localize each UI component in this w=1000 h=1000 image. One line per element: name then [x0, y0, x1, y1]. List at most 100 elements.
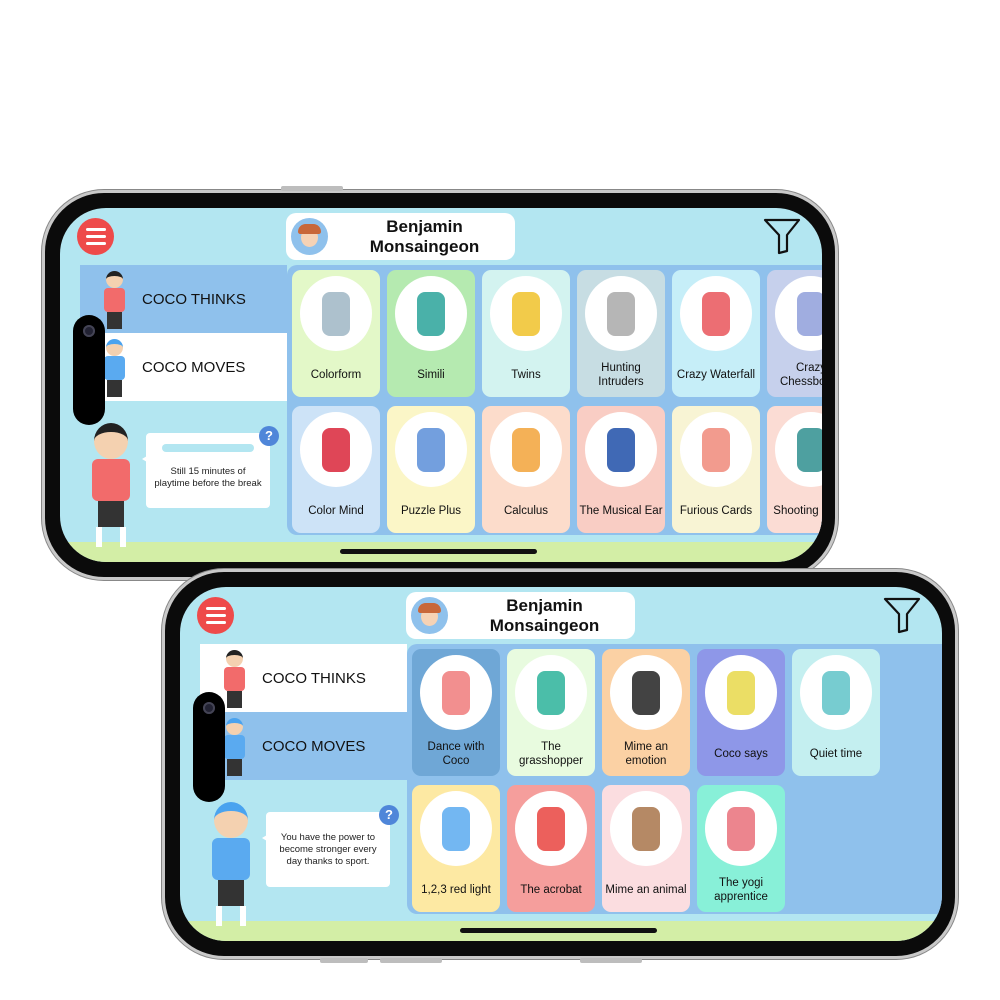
coco-mascot: [206, 802, 256, 927]
activity-label: Crazy Waterfall: [676, 369, 756, 381]
hamburger-icon-line: [85, 242, 106, 245]
activity-label: The acrobat: [520, 884, 582, 896]
hamburger-icon-line: [205, 614, 226, 617]
category-tabs: COCO THINKS COCO MOVES: [200, 644, 407, 781]
camera-icon: [203, 702, 215, 714]
activity-image: [300, 276, 372, 351]
mascot-part: [214, 802, 248, 838]
activity-card[interactable]: The Musical Ear: [577, 406, 665, 533]
activity-image: [490, 276, 562, 351]
hamburger-icon-line: [85, 228, 106, 231]
tab-coco-thinks[interactable]: COCO THINKS: [80, 265, 287, 333]
help-button[interactable]: ?: [259, 426, 279, 446]
home-indicator[interactable]: [340, 549, 537, 554]
camera-icon: [83, 325, 95, 337]
speech-bubble: Still 15 minutes of playtime before the …: [142, 433, 270, 508]
activity-card[interactable]: 1,2,3 red light: [412, 785, 500, 912]
legs: [107, 312, 122, 329]
activity-illustration-icon: [727, 807, 755, 851]
activity-card[interactable]: Shooting Stars: [767, 406, 822, 533]
activity-label: Twins: [511, 369, 541, 381]
activity-illustration-icon: [632, 807, 660, 851]
help-button[interactable]: ?: [379, 805, 399, 825]
activity-illustration-icon: [607, 428, 635, 472]
mascot-part: [216, 906, 246, 926]
activity-image: [800, 655, 872, 730]
activity-card[interactable]: Calculus: [482, 406, 570, 533]
filter-icon[interactable]: [883, 596, 921, 634]
bubble-text: You have the power to become stronger ev…: [279, 831, 377, 867]
camera-island: [73, 315, 105, 425]
coco-character-icon: [100, 271, 128, 329]
body: [224, 735, 245, 759]
activity-image: [610, 655, 682, 730]
head: [226, 650, 243, 667]
activity-image: [775, 276, 822, 351]
hamburger-icon-line: [205, 621, 226, 624]
legs: [227, 691, 242, 708]
side-button: [281, 186, 343, 191]
activity-image: [705, 655, 777, 730]
menu-button[interactable]: [77, 218, 114, 255]
playtime-progress-bar: [162, 444, 254, 452]
profile-name: Benjamin Monsaingeon: [369, 217, 480, 256]
coco-character-icon: [100, 339, 128, 397]
activity-card[interactable]: Mime an animal: [602, 785, 690, 912]
profile-header[interactable]: Benjamin Monsaingeon: [286, 213, 515, 260]
mascot-part: [218, 880, 244, 906]
activity-card[interactable]: Crazy Chessboard: [767, 270, 822, 397]
home-indicator[interactable]: [460, 928, 657, 933]
filter-icon[interactable]: [763, 217, 801, 255]
activity-image: [680, 276, 752, 351]
activity-card[interactable]: Twins: [482, 270, 570, 397]
activity-illustration-icon: [537, 671, 565, 715]
profile-name: Benjamin Monsaingeon: [489, 596, 600, 635]
activity-label: Shooting Stars: [773, 505, 822, 517]
body: [104, 356, 125, 380]
activity-image: [705, 791, 777, 866]
activity-label: Crazy Chessboard: [779, 362, 822, 388]
mascot-part: [212, 838, 250, 880]
activity-illustration-icon: [512, 428, 540, 472]
activity-illustration-icon: [442, 671, 470, 715]
activity-label: Calculus: [503, 505, 549, 517]
activity-card[interactable]: Crazy Waterfall: [672, 270, 760, 397]
activity-illustration-icon: [417, 292, 445, 336]
activity-card[interactable]: The acrobat: [507, 785, 595, 912]
mascot-part: [92, 459, 130, 501]
activity-card[interactable]: Puzzle Plus: [387, 406, 475, 533]
activity-card[interactable]: Dance with Coco: [412, 649, 500, 776]
menu-button[interactable]: [197, 597, 234, 634]
activity-label: Simili: [417, 369, 445, 381]
activity-illustration-icon: [727, 671, 755, 715]
activity-card[interactable]: The grasshopper: [507, 649, 595, 776]
tab-label: COCO MOVES: [262, 737, 366, 755]
activity-card[interactable]: Simili: [387, 270, 475, 397]
activity-label: The Musical Ear: [579, 505, 663, 517]
head: [106, 339, 123, 356]
activity-label: Furious Cards: [679, 505, 753, 517]
tab-coco-moves[interactable]: COCO MOVES: [80, 333, 287, 401]
tab-coco-thinks[interactable]: COCO THINKS: [200, 644, 407, 712]
activity-card[interactable]: Colorform: [292, 270, 380, 397]
activity-card[interactable]: Mime an emotion: [602, 649, 690, 776]
activity-card[interactable]: The yogi apprentice: [697, 785, 785, 912]
activity-card[interactable]: Quiet time: [792, 649, 880, 776]
activity-card[interactable]: Hunting Intruders: [577, 270, 665, 397]
profile-header[interactable]: Benjamin Monsaingeon: [406, 592, 635, 639]
activity-illustration-icon: [797, 292, 822, 336]
activity-image: [300, 412, 372, 487]
head: [226, 718, 243, 735]
activity-label: Color Mind: [308, 505, 364, 517]
activity-image: [585, 412, 657, 487]
activity-illustration-icon: [702, 292, 730, 336]
tab-coco-moves[interactable]: COCO MOVES: [200, 712, 407, 780]
activity-illustration-icon: [702, 428, 730, 472]
activity-card[interactable]: Coco says: [697, 649, 785, 776]
activity-card[interactable]: Color Mind: [292, 406, 380, 533]
activity-card[interactable]: Furious Cards: [672, 406, 760, 533]
activity-illustration-icon: [822, 671, 850, 715]
